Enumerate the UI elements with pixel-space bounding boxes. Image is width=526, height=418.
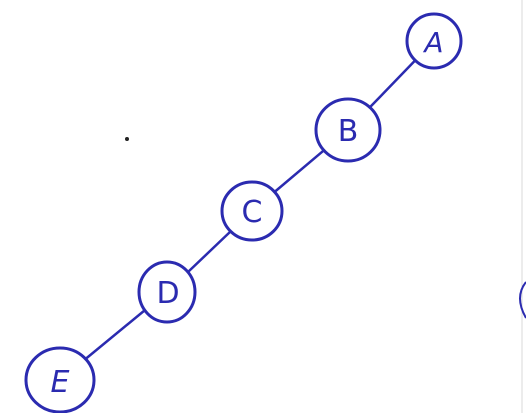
node-b-label: B (338, 114, 359, 149)
node-b-circle (314, 97, 382, 163)
node-a-circle (405, 12, 463, 70)
nodes-layer: A B C D E (24, 12, 463, 414)
node-e: E (24, 346, 96, 414)
edge-d-e (84, 309, 146, 361)
ink-dot (125, 137, 129, 141)
edge-a-b (368, 59, 417, 109)
node-a-label: A (422, 26, 443, 59)
edge-b-c (273, 149, 326, 194)
node-d-circle (137, 260, 197, 324)
node-e-circle (24, 346, 96, 414)
edge-c-d (186, 230, 232, 274)
node-c: C (220, 180, 284, 242)
node-b: B (314, 97, 382, 163)
node-d-label: D (156, 276, 179, 311)
edges-layer (84, 59, 417, 361)
node-c-label: C (242, 195, 263, 230)
edge-arc (519, 281, 526, 319)
node-a: A (405, 12, 463, 70)
node-d: D (137, 260, 197, 324)
node-c-circle (220, 180, 284, 242)
node-e-label: E (51, 365, 70, 400)
